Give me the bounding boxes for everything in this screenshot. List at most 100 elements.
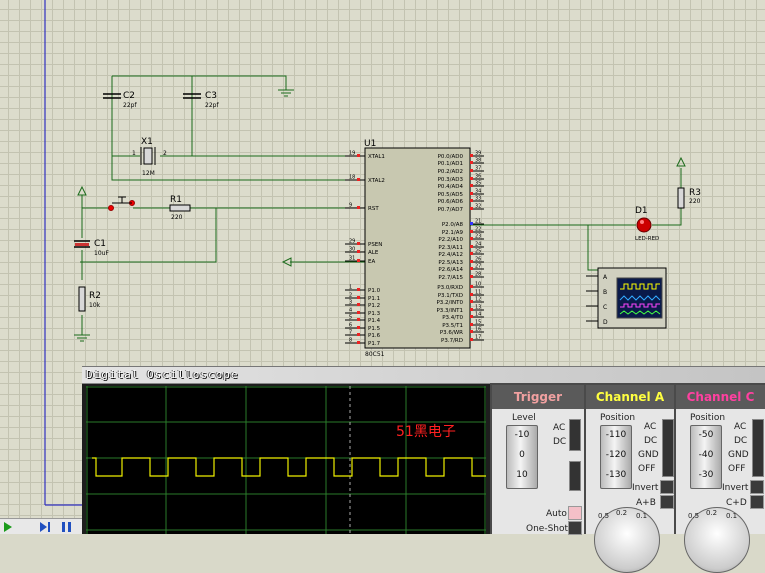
crystal-x1[interactable] [140, 147, 156, 165]
mcu-pin-number: 38 [475, 158, 481, 164]
mcu-pin-name: P2.3/A11 [438, 245, 463, 251]
oscilloscope-screen [86, 386, 486, 534]
channel-a-invert-button[interactable] [660, 480, 674, 494]
scope-ch-a: A [603, 274, 608, 281]
c1-value: 10uF [94, 250, 109, 257]
ground-bottom [74, 334, 90, 342]
mcu-pin-name: P2.7/A15 [438, 275, 463, 281]
channel-a-position-label: Position [600, 413, 636, 423]
mcu-pin-name: P0.6/AD6 [438, 199, 464, 205]
capacitor-c2[interactable] [103, 93, 121, 99]
scope-ch-c: C [603, 304, 607, 311]
r2-value: 10k [89, 302, 101, 309]
trigger-level-knob[interactable]: -10 0 10 [506, 425, 538, 489]
toolbar-svg [4, 522, 71, 532]
channel-a-sum-button[interactable] [660, 495, 674, 509]
channel-a-sum-label: A+B [636, 498, 656, 508]
scope-ch-b: B [603, 289, 607, 296]
channel-c-sum-button[interactable] [750, 495, 764, 509]
mcu-pin-marker [470, 308, 473, 311]
mcu-pin-name: P3.3/INT1 [436, 308, 463, 314]
mcu-pin-name: P1.7 [368, 341, 381, 347]
trigger-auto-button[interactable] [568, 506, 582, 520]
mcu-pin-marker [357, 341, 360, 344]
mcu-pin-number: 34 [475, 189, 481, 195]
power-arrow-right [676, 156, 686, 167]
play-icon[interactable] [4, 522, 12, 532]
mcu-pin-number: 25 [475, 249, 481, 255]
resistor-r1[interactable] [169, 204, 191, 212]
mcu-pin-marker [470, 237, 473, 240]
c2-value: 22pf [123, 102, 137, 109]
mcu-pin-number: 21 [475, 219, 481, 225]
mcu-pin-marker [357, 259, 360, 262]
mcu-pin-name: P1.4 [368, 318, 381, 324]
channel-c-invert-button[interactable] [750, 480, 764, 494]
channel-a-invert-label: Invert [632, 483, 659, 493]
trigger-coupling-switch[interactable] [569, 419, 581, 451]
channel-c-section: Channel C Position -50 -40 -30 AC DC GND… [676, 385, 765, 573]
trigger-knob-mid: 0 [519, 450, 525, 460]
step-icon[interactable] [40, 522, 50, 532]
mcu-pin-marker [470, 330, 473, 333]
channel-c-dial-tick-0: 0.5 [688, 512, 700, 520]
mcu-pin-name: P2.1/A9 [442, 230, 464, 236]
mcu-pin-marker [470, 154, 473, 157]
reset-button[interactable] [108, 196, 135, 211]
capacitor-c1[interactable] [74, 240, 90, 248]
mcu-pin-marker [357, 288, 360, 291]
mcu-pin-name: P2.4/A12 [438, 252, 463, 258]
mcu-pin-name: XTAL1 [368, 154, 385, 160]
mcu-pin-number: 29 [349, 239, 355, 245]
mcu-pin-number: 31 [349, 256, 355, 262]
mcu-pin-name: P1.6 [368, 333, 381, 339]
mcu-pin-marker [470, 222, 473, 225]
mcu-pin-name: P0.4/AD4 [438, 184, 464, 190]
led-d1[interactable] [636, 217, 652, 233]
mcu-pin-marker [470, 184, 473, 187]
mcu-pin-marker [357, 311, 360, 314]
mcu-pin-marker [357, 178, 360, 181]
mcu-pin-number: 14 [475, 312, 481, 318]
scope-grid-svg [86, 386, 486, 534]
pause-icon[interactable] [62, 522, 71, 532]
mcu-pin-number: 9 [349, 203, 352, 209]
channel-a-coupling-switch[interactable] [662, 419, 674, 477]
oscilloscope-window[interactable]: Digital Oscilloscope Trigger Level -10 0… [82, 366, 765, 573]
mcu-pin-name: P0.3/AD3 [438, 177, 464, 183]
channel-c-coupling-switch[interactable] [752, 419, 764, 477]
mcu-pin-number: 17 [475, 335, 481, 341]
c2-label: C2 [123, 91, 135, 101]
power-arrow-left [77, 185, 87, 196]
capacitor-c3[interactable] [183, 93, 201, 99]
mcu-pin-number: 39 [475, 151, 481, 157]
resistor-r3[interactable] [677, 187, 685, 209]
resistor-r2[interactable] [78, 286, 86, 312]
trigger-edge-switch[interactable] [569, 461, 581, 491]
oscilloscope-titlebar[interactable]: Digital Oscilloscope [82, 367, 765, 384]
oscilloscope-symbol[interactable] [586, 267, 667, 329]
mcu-pin-marker [470, 230, 473, 233]
x1-pin1: 1 [132, 150, 136, 157]
channel-c-gnd-label: GND [728, 450, 749, 460]
channel-c-position-knob[interactable]: -50 -40 -30 [690, 425, 722, 489]
channel-a-position-knob[interactable]: -110 -120 -130 [600, 425, 632, 489]
mcu-pin-number: 12 [475, 297, 481, 303]
mcu-pin-name: P1.2 [368, 303, 380, 309]
mcu-u1[interactable] [364, 147, 471, 349]
mcu-pin-number: 4 [349, 308, 352, 314]
channel-a-header: Channel A [586, 385, 674, 409]
mcu-pin-marker [470, 338, 473, 341]
channel-c-ac-label: AC [734, 422, 747, 432]
mcu-pin-marker [357, 154, 360, 157]
channel-a-dial-tick-1: 0.2 [616, 509, 628, 517]
mcu-pin-marker [470, 192, 473, 195]
trigger-auto-label: Auto [546, 509, 567, 519]
mcu-pin-name: XTAL2 [368, 178, 385, 184]
mcu-pin-number: 2 [349, 293, 352, 299]
r3-label: R3 [689, 188, 701, 198]
mcu-pin-marker [470, 275, 473, 278]
mcu-pin-name: P0.0/AD0 [438, 154, 464, 160]
channel-a-dial-tick-2: 0.1 [636, 512, 648, 520]
mcu-pin-number: 18 [349, 175, 355, 181]
